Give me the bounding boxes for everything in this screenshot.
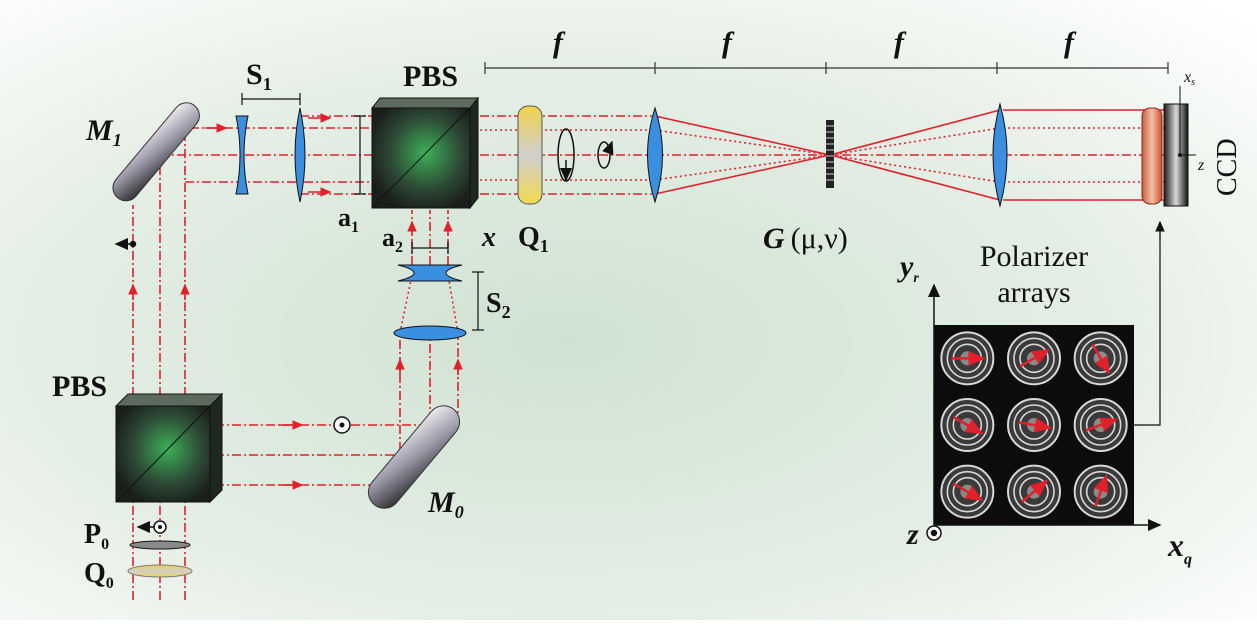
- label-f4: f: [1064, 26, 1077, 59]
- label-polarizer-line1: Polarizer: [980, 240, 1088, 273]
- polarization-marker-left: [114, 238, 137, 250]
- waveplate-q1: [517, 105, 543, 205]
- grating-g: [826, 120, 834, 188]
- pbs-top-cube: [370, 96, 480, 210]
- polarizer-cell: [940, 331, 995, 386]
- lens-s1-convex: [294, 107, 306, 203]
- a1-dimension: [354, 115, 366, 195]
- lens-2: [992, 102, 1008, 208]
- lens-s2-concave: [397, 264, 463, 282]
- panel-to-ccd-connector: [1134, 220, 1165, 426]
- label-pbs-bottom: PBS: [52, 370, 107, 403]
- polarizer-cell: [940, 464, 995, 519]
- label-ccd: CCD: [1212, 138, 1243, 196]
- label-s2: S2: [486, 288, 511, 322]
- lens-s2-convex: [393, 325, 467, 341]
- lens-1: [647, 106, 663, 204]
- label-a1: a1: [338, 203, 359, 236]
- polarizer-cell: [1007, 331, 1061, 386]
- polarizer-cell: [940, 398, 995, 452]
- label-pbs-top: PBS: [403, 60, 458, 93]
- polarizer-cell: [1007, 398, 1061, 452]
- label-f3: f: [894, 26, 907, 59]
- s1-dimension: [241, 93, 301, 105]
- polarizer-arrow: [1085, 417, 1119, 432]
- polarizer-cell: [1073, 464, 1128, 519]
- polarizer-arrow: [1091, 343, 1110, 375]
- label-f1: f: [553, 26, 566, 59]
- label-xq: xq: [1167, 527, 1192, 568]
- label-q0: Q0: [84, 558, 114, 592]
- mirror-m0: [367, 405, 461, 509]
- focal-length-ruler: [484, 62, 1169, 74]
- polarizer-arrays-panel: [934, 325, 1134, 525]
- label-g: G(μ,ν): [763, 222, 848, 255]
- a2-dimension: [411, 242, 449, 254]
- label-yr: yr: [897, 250, 919, 286]
- label-m0: M0: [427, 486, 464, 522]
- label-z-ccd: z: [1197, 157, 1205, 174]
- polarizer-arrow: [952, 482, 984, 501]
- polarizer-array-plate: [1141, 107, 1163, 205]
- polarizer-arrow: [952, 415, 984, 435]
- label-f2: f: [722, 26, 735, 59]
- circular-polarization-symbols: [557, 128, 614, 182]
- polarizer-p0: [129, 520, 191, 550]
- mirror-m1: [112, 102, 200, 202]
- polarizer-arrow: [1020, 479, 1049, 503]
- polarization-dot-marker: [333, 416, 351, 434]
- label-xs: xs: [1183, 69, 1195, 88]
- polarizer-arrow: [1018, 417, 1053, 433]
- polarizer-cell: [1073, 331, 1128, 386]
- label-m1: M1: [85, 114, 122, 150]
- polarizer-arrow: [1019, 349, 1051, 368]
- label-x-axis: x: [481, 222, 496, 253]
- polarizer-arrow: [1093, 474, 1109, 508]
- label-polarizer-line2: arrays: [997, 276, 1070, 309]
- label-a2: a2: [382, 223, 403, 256]
- panel-axes: [926, 283, 1162, 541]
- label-p0: P0: [84, 519, 109, 553]
- text-labels: M1 S1 PBS f f f f xs z CCD a1 a2 x Q1 G(…: [52, 26, 1243, 592]
- waveplate-q0: [127, 564, 193, 578]
- label-q1: Q1: [518, 222, 549, 256]
- polarizer-cell: [1007, 464, 1061, 519]
- s2-dimension: [472, 271, 484, 331]
- label-s1: S1: [246, 58, 272, 94]
- polarizer-cell: [1073, 398, 1128, 452]
- ccd-sensor: [1163, 86, 1196, 207]
- pbs-bottom-cube: [114, 392, 224, 504]
- lens-s1-concave: [235, 115, 249, 195]
- label-z-bottom: z: [906, 518, 919, 551]
